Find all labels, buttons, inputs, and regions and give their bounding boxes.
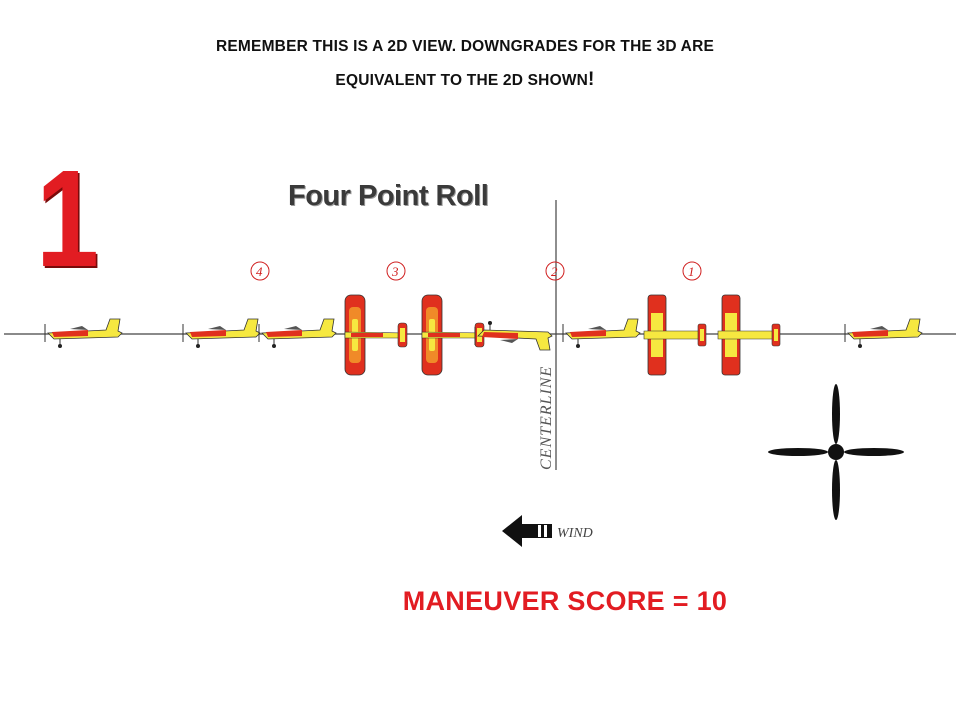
- point-marker-1-label: 1: [688, 264, 695, 279]
- centerline-label: CENTERLINE: [538, 366, 555, 470]
- point-marker-4: 4: [250, 261, 270, 281]
- note-line-2-text: EQUIVALENT TO THE 2D SHOWN: [335, 72, 589, 89]
- airplane-upright-icon: [44, 318, 123, 349]
- point-marker-1: 1: [682, 261, 702, 281]
- wind-label: WIND: [557, 526, 593, 541]
- airplane-knife-edge-icon: [717, 294, 781, 376]
- airplane-upright-icon: [562, 318, 641, 349]
- airplane-inverted-icon: [474, 320, 553, 351]
- airplane-upright-icon: [258, 318, 337, 349]
- note-line-1: REMEMBER THIS IS A 2D VIEW. DOWNGRADES F…: [215, 38, 715, 55]
- point-marker-2: 2: [545, 261, 565, 281]
- airplane-upright-icon: [844, 318, 923, 349]
- note-line-2: EQUIVALENT TO THE 2D SHOWN!: [0, 63, 930, 97]
- point-marker-3-label: 3: [391, 264, 399, 279]
- point-marker-3: 3: [386, 261, 406, 281]
- note-line-2-mark: !: [588, 69, 595, 90]
- point-marker-4-label: 4: [256, 264, 263, 279]
- compass-cross-icon: [768, 384, 904, 520]
- maneuver-number: 1: [36, 142, 99, 296]
- maneuver-title: Four Point Roll: [288, 180, 489, 212]
- wind-arrow-icon: [502, 515, 552, 547]
- point-marker-2-label: 2: [551, 264, 558, 279]
- airplane-upright-icon: [182, 318, 261, 349]
- instruction-note: REMEMBER THIS IS A 2D VIEW. DOWNGRADES F…: [0, 30, 930, 97]
- maneuver-score: MANEUVER SCORE = 10: [402, 586, 728, 616]
- airplane-knife-edge-icon: [344, 294, 408, 376]
- airplane-knife-edge-icon: [643, 294, 707, 376]
